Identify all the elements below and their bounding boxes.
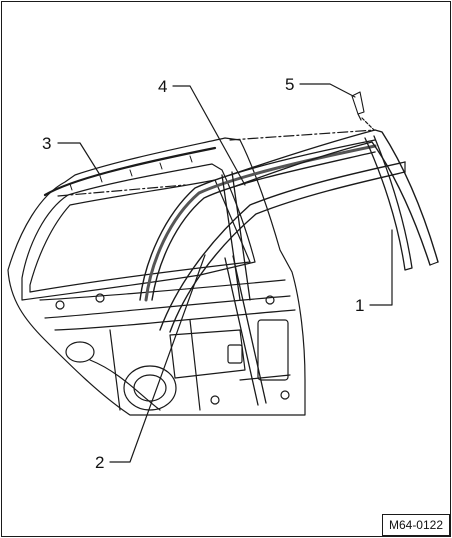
callout-3: 3 xyxy=(42,134,52,153)
lock-cutout xyxy=(227,344,243,364)
window-frame-inner xyxy=(21,163,256,301)
part-4-channel-outer xyxy=(139,139,376,301)
hole-1 xyxy=(55,300,65,310)
door-shell-outline xyxy=(7,137,306,416)
leader-2 xyxy=(109,254,206,463)
part-1-frame-top xyxy=(229,129,439,263)
hole-3 xyxy=(265,295,275,305)
callout-4: 4 xyxy=(158,77,168,96)
leader-5 xyxy=(299,83,356,98)
inner-rib-2 xyxy=(189,319,201,411)
part-5-clip-tip xyxy=(357,113,362,121)
part-5-clip xyxy=(351,91,365,115)
callout-2: 2 xyxy=(95,453,105,472)
speaker-cutout xyxy=(123,365,177,411)
leader-4 xyxy=(172,85,246,186)
reference-code: M64-0122 xyxy=(388,518,444,532)
part-4-vertical-inner xyxy=(231,171,251,301)
window-opening xyxy=(29,179,251,293)
trim-line-1 xyxy=(89,359,161,411)
hole-4 xyxy=(280,390,290,400)
part-2-rail-inner xyxy=(169,171,406,333)
part-2-vertical-outer xyxy=(224,257,259,406)
window-regulator xyxy=(169,329,246,379)
speaker-cutout-inner xyxy=(133,374,167,402)
callout-5: 5 xyxy=(285,75,295,94)
latch-plate xyxy=(257,319,289,381)
leader-3 xyxy=(57,142,101,176)
part-4-channel-inner xyxy=(151,151,376,301)
part-1-rear-channel xyxy=(364,135,413,271)
part-3-seal xyxy=(43,146,217,197)
sight-line-upper xyxy=(229,129,376,141)
panel-mid xyxy=(54,309,296,331)
part-4-channel-shade xyxy=(144,144,377,302)
part-3-seal-detail xyxy=(69,155,193,191)
panel-lower-edge xyxy=(39,279,286,301)
trim-line-2 xyxy=(239,374,291,381)
part-1-frame-top-inner xyxy=(235,141,431,266)
inner-rib-1 xyxy=(109,329,121,411)
reference-code-box: M64-0122 xyxy=(382,514,450,536)
panel-belt xyxy=(44,295,291,319)
hole-2 xyxy=(95,293,105,303)
part-2-vertical-inner xyxy=(232,255,267,404)
hole-5 xyxy=(210,395,220,405)
sight-line-lower xyxy=(57,184,186,197)
part-1-frame-end xyxy=(429,261,439,266)
callout-1: 1 xyxy=(355,296,365,315)
part-2-rail-outer xyxy=(159,161,406,331)
leader-1 xyxy=(369,229,393,306)
sight-line-callout5 xyxy=(361,117,375,131)
handle-cutout xyxy=(65,341,95,363)
